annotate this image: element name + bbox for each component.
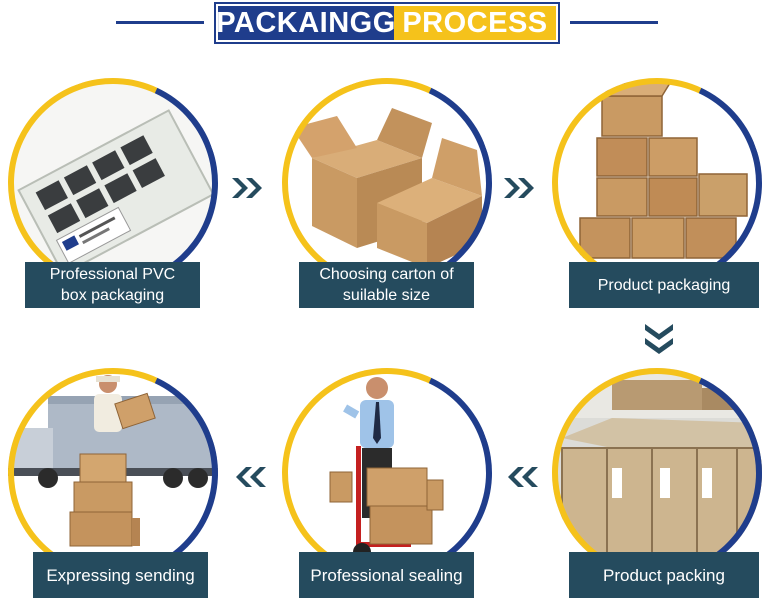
step-label-line-1: Professional sealing <box>310 565 463 585</box>
double-chevron-right-icon <box>230 176 266 200</box>
step-label-line-1: Product packing <box>603 565 725 585</box>
step-image-carton <box>282 78 492 288</box>
step-label-line-1: Expressing sending <box>46 565 195 585</box>
step-image-stacked-boxes <box>552 78 762 288</box>
step-image-pvc-box <box>8 78 218 288</box>
step-label-line-1: Professional PVC <box>49 266 176 283</box>
double-chevron-left-icon <box>232 465 268 489</box>
double-chevron-right-icon <box>502 176 538 200</box>
step-label-line-1: Choosing carton of <box>319 266 454 283</box>
step-label-professional-sealing: Professional sealing <box>299 552 474 598</box>
page-title: PACKAINGG PROCESS <box>214 2 560 44</box>
step-image-hand-truck <box>282 368 492 578</box>
title-line-left <box>116 21 204 24</box>
step-label-line-2: suilable size <box>342 287 431 304</box>
step-label-line-2: box packaging <box>60 287 165 304</box>
step-label-expressing-sending: Expressing sending <box>33 552 208 598</box>
double-chevron-down-icon <box>643 322 675 358</box>
title-part-2: PROCESS <box>394 6 556 40</box>
double-chevron-left-icon <box>504 465 540 489</box>
title-line-right <box>570 21 658 24</box>
title-part-1: PACKAINGG <box>216 6 396 40</box>
step-image-delivery <box>8 368 218 578</box>
step-label-choose-carton: Choosing carton of suilable size <box>299 262 474 308</box>
step-label-pvc-box: Professional PVC box packaging <box>25 262 200 308</box>
step-label-line-1: Product packaging <box>597 276 731 294</box>
step-label-product-packing: Product packing <box>569 552 759 598</box>
step-label-product-packaging: Product packaging <box>569 262 759 308</box>
